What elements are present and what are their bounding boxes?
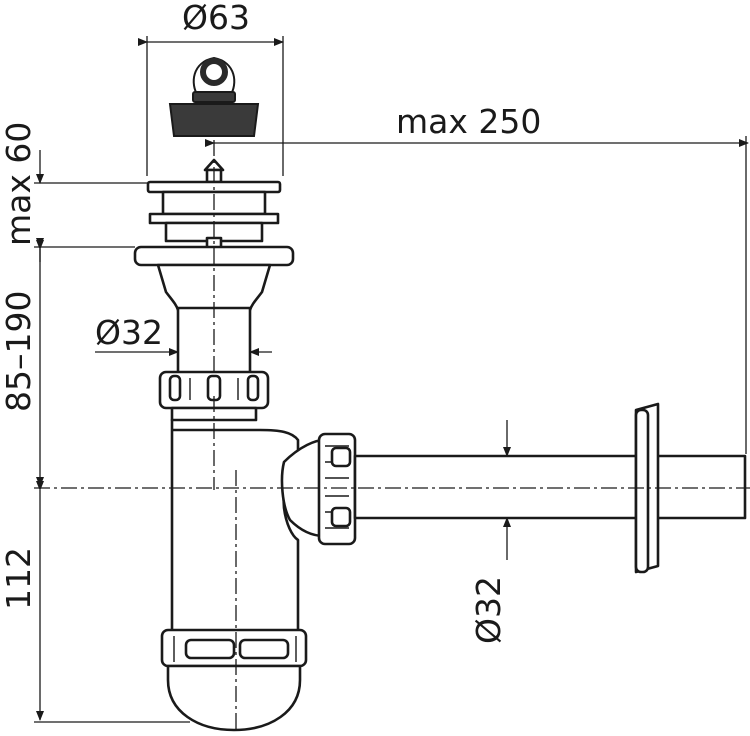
dim-top-diameter: [138, 36, 284, 176]
height-range-label: 85–190: [0, 291, 38, 412]
outlet-diameter-label: Ø32: [469, 576, 508, 644]
trap-height-label: 112: [0, 547, 38, 610]
trap-bottle-body: [170, 418, 326, 634]
max-reach-label: max 250: [396, 102, 541, 141]
max-height-top-label: max 60: [0, 122, 38, 246]
outlet-pipe: [353, 454, 747, 520]
wall-rosette: [634, 402, 660, 574]
dim-max-reach: [205, 136, 749, 454]
dim-left-vertical: [34, 150, 190, 723]
inlet-diameter-label: Ø32: [95, 313, 163, 352]
stopper-plug: [168, 56, 260, 137]
outlet-connector: [317, 432, 357, 546]
center-lines: [34, 140, 750, 730]
top-diameter-label: Ø63: [182, 0, 250, 37]
lower-nut: [160, 628, 308, 668]
bottom-bowl: [166, 664, 302, 732]
